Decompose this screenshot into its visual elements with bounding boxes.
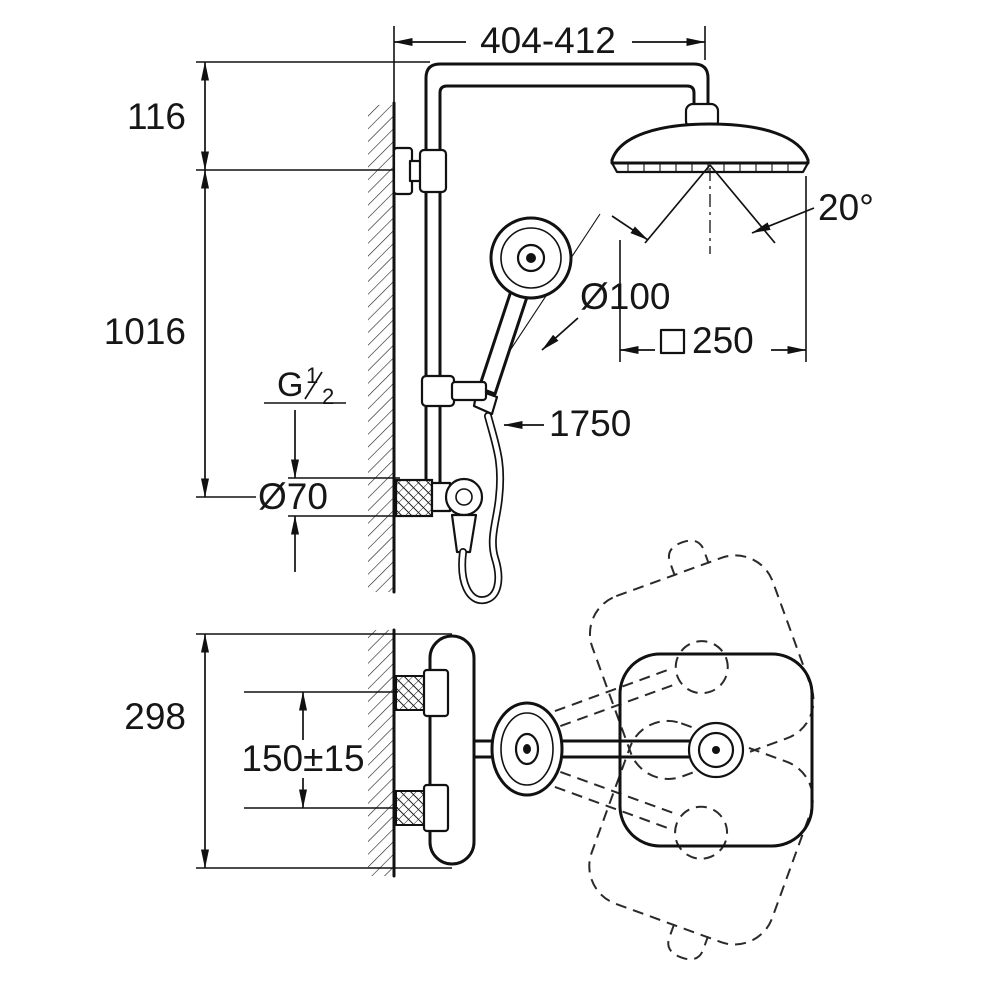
union-nut-top — [422, 668, 450, 718]
head-tilt-line-left — [644, 164, 711, 244]
hand-shower-head-hub — [526, 253, 536, 263]
ball-joint-dashed — [674, 640, 729, 695]
hand-shower-head-mid — [500, 227, 562, 289]
wall-hatch — [368, 630, 394, 876]
ball-joint-center — [712, 746, 720, 754]
valve-handle-detail — [455, 488, 473, 506]
dim-1750-label: 1750 — [549, 403, 631, 444]
valve-handle — [444, 477, 484, 517]
dim-298: 298 — [124, 633, 452, 869]
angle-arrow-left — [611, 215, 649, 241]
dim-1016-label: 1016 — [104, 311, 186, 352]
hand-shower — [420, 213, 601, 416]
head-dome — [610, 122, 810, 165]
head-shower — [610, 102, 810, 254]
holder-inner — [514, 732, 540, 766]
hose-nub-dashed — [667, 539, 710, 577]
holder-hub — [523, 744, 531, 754]
hose-inner — [459, 413, 503, 603]
mixer-valve-side — [394, 477, 484, 554]
shower-hose — [458, 412, 505, 605]
thread-numerator: 1 — [306, 363, 318, 388]
slider-holder — [450, 380, 488, 402]
fraction-slash — [304, 371, 323, 400]
dim-square-250: 250 — [619, 176, 807, 362]
head-shower-plan — [618, 652, 814, 848]
arm-dashed — [543, 683, 677, 734]
dim-dia70: Ø70 — [258, 410, 400, 572]
holder-mid — [500, 712, 554, 786]
hand-shower-holder-plan — [490, 701, 564, 797]
arm-dashed — [537, 779, 671, 830]
thread-denominator: 2 — [322, 384, 334, 409]
union-nut-bottom — [422, 783, 450, 833]
wall-section-plan — [368, 628, 396, 878]
slider-bracket — [420, 374, 456, 408]
wall-section-side — [368, 101, 396, 594]
wall-union-fitting — [394, 478, 434, 518]
plan-view: 298 150±15 — [124, 539, 815, 961]
dim-g-half: G 1 2 — [264, 363, 346, 409]
square-symbol-icon — [659, 328, 686, 355]
dim-dia70-label: Ø70 — [258, 476, 328, 517]
hand-shower-head-inner — [516, 243, 546, 273]
side-view: 404-412 116 1016 G 1 2 — [104, 20, 874, 605]
ball-joint-dashed — [674, 805, 729, 860]
angle-arrow-right — [751, 207, 815, 234]
head-nozzles — [627, 164, 789, 171]
dim-404-412: 404-412 — [393, 20, 706, 103]
rail-inner-line — [438, 84, 696, 484]
dim-404-412-label: 404-412 — [480, 20, 616, 61]
dim-angle-20: 20° — [611, 187, 874, 241]
leader-arrow — [541, 317, 579, 351]
mixer-plan — [395, 634, 476, 866]
dim-150-label: 150±15 — [241, 738, 364, 779]
arm-dashed — [543, 764, 677, 815]
hose-nub-dashed — [667, 923, 709, 961]
hand-shower-handle — [477, 289, 529, 396]
dim-250-label: 250 — [692, 320, 754, 361]
rail-clamp — [418, 148, 448, 194]
dim-116-label: 116 — [127, 96, 186, 137]
wall-hatch — [368, 105, 394, 592]
dim-text-mask — [466, 24, 632, 60]
dim-dia100: Ø100 — [541, 276, 671, 351]
shower-rail — [392, 62, 710, 484]
head-square — [618, 652, 814, 848]
head-tilt-line-right — [709, 164, 776, 244]
arm-dashed — [537, 668, 671, 719]
dim-dia100-label: Ø100 — [580, 276, 671, 317]
rail-outer-line — [424, 62, 710, 484]
hose-outlet-cone — [450, 513, 478, 554]
dim-298-label: 298 — [124, 696, 186, 737]
dim-150: 150±15 — [241, 691, 398, 809]
thread-g-label: G — [277, 366, 303, 404]
dim-116: 116 — [127, 61, 430, 171]
dim-1016: 1016 — [104, 169, 256, 498]
dim-1750: 1750 — [503, 403, 631, 444]
dim-angle-label: 20° — [818, 187, 874, 228]
